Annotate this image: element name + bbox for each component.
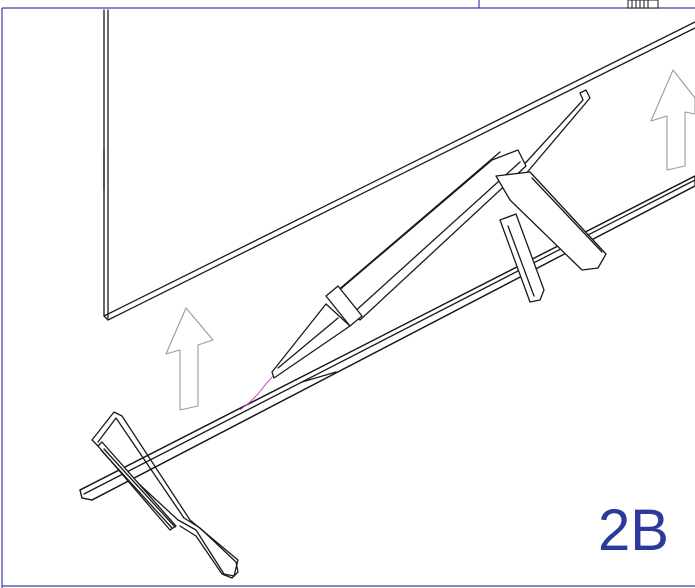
rail-strip: [79, 175, 695, 501]
panel: [103, 9, 695, 321]
hacksaw: [91, 411, 239, 579]
up-arrow-left-icon: [165, 307, 214, 411]
caulk-bead: [239, 375, 274, 411]
up-arrow-right-icon: [650, 69, 695, 171]
caulking-gun: [271, 89, 607, 379]
step-label: 2B: [598, 498, 669, 563]
